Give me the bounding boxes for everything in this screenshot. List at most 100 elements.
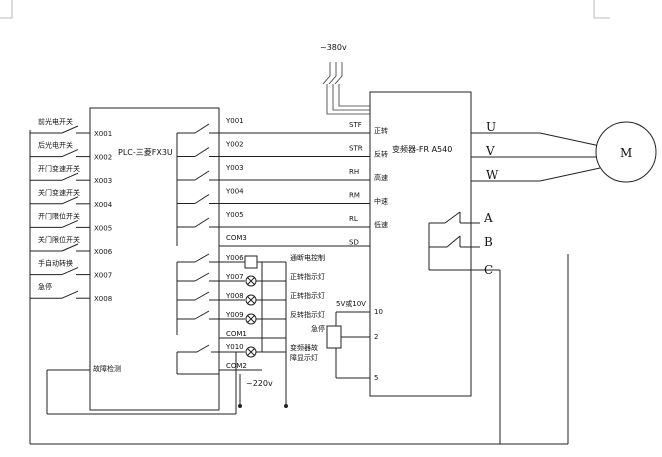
input-switch-label: 后光电开关: [38, 141, 73, 150]
page-corner-mark-right: [593, 0, 610, 19]
plc-output-contact: [177, 147, 370, 157]
inverter-input-function: 正转: [374, 126, 388, 135]
y010-contact-blade: [196, 344, 210, 353]
estop-potentiometer: [326, 325, 342, 349]
relay-contact-icon: [194, 147, 210, 157]
lamp-relay-contact-icon: [194, 272, 210, 282]
plc-input-terminal: X002: [94, 154, 112, 162]
input-switch-row: 关门变速开关 X004: [30, 188, 113, 209]
inverter-input-terminal: RH: [349, 168, 359, 176]
lamp-output-terminal: Y009: [225, 311, 244, 319]
inverter-input-terminal: STF: [349, 121, 362, 129]
supply-220-terminal-2: [284, 404, 288, 408]
plc-box: [89, 107, 220, 411]
lamp-relay-contact-icon: [194, 291, 210, 301]
fault-contacts: [428, 211, 501, 444]
inverter-output-w: W: [486, 168, 499, 182]
plc-com1-terminal: COM1: [226, 330, 247, 338]
plc-output-terminal: Y001: [225, 117, 244, 125]
switch-contact-icon: [61, 219, 79, 228]
lamp-relay-contact-icon: [194, 253, 210, 263]
mains-supply-wires: [322, 62, 370, 115]
fault-contact-a: A: [483, 211, 493, 225]
inverter-input-terminal: STR: [349, 145, 363, 153]
inverter-output-u: U: [486, 120, 496, 134]
input-switch-row: 急停 X008: [30, 282, 112, 303]
indicator-lamp-icon: [245, 294, 257, 306]
plc-com3-terminal: COM3: [226, 234, 247, 242]
lamp-output-terminal: Y007: [225, 273, 244, 281]
relay-contact-icon: [194, 217, 210, 228]
plc-input-terminal: X006: [94, 248, 113, 256]
analog-note: 5V或10V: [336, 299, 366, 308]
inverter-input-terminal: RL: [349, 215, 358, 223]
lamp-output-label: 正转指示灯: [290, 291, 325, 300]
input-switch-label: 关门变速开关: [38, 188, 80, 197]
relay-contact-icon: [194, 170, 210, 181]
lamp-output-label: 正转指示灯: [290, 272, 325, 281]
plc-output-contact: [177, 170, 370, 181]
y010-lamp-label-line2: 障显示灯: [290, 353, 318, 362]
plc-input-terminal: X007: [94, 272, 112, 280]
inverter-title: 变频器-FR A540: [392, 144, 452, 154]
plc-output-terminal: Y004: [225, 188, 244, 196]
indicator-lamp-icon: [245, 313, 257, 325]
inverter-input-terminal: SD: [349, 239, 359, 247]
inverter-input-function: 反转: [374, 150, 388, 159]
inverter-input-terminal: RM: [349, 192, 360, 200]
control-supply-label: ~220v: [246, 379, 273, 388]
input-switch-label: 前光电开关: [38, 117, 73, 126]
y010-lamp-label-line1: 变频器故: [290, 343, 318, 352]
plc-output-terminal: Y005: [225, 211, 244, 219]
indicator-lamp-icon: [245, 275, 257, 287]
input-switch-label: 手自动转换: [38, 259, 73, 268]
input-switch-label: 开门变速开关: [38, 164, 80, 173]
estop-label: 急停: [311, 324, 325, 333]
lamp-relay-contact-icon: [194, 310, 210, 320]
input-ladder: [29, 130, 569, 445]
mains-supply-label: ~380v: [320, 43, 347, 52]
lamp-output-label: 通断电控制: [290, 253, 325, 262]
inverter-terminal-2: 2: [374, 333, 378, 341]
inverter-terminal-10: 10: [374, 308, 383, 316]
relay-contact-icon: [194, 123, 210, 134]
relay-contact-icon: [194, 194, 210, 204]
motor-symbol: [595, 121, 657, 183]
switch-contact-icon: [61, 149, 79, 158]
plc-output-terminal: Y003: [225, 164, 244, 172]
motor-label: M: [620, 146, 632, 160]
plc-input-terminal: X008: [94, 295, 112, 303]
switch-contact-icon: [61, 243, 79, 252]
plc-com2-terminal: COM2: [226, 362, 247, 370]
inverter-input-function: 高速: [374, 173, 388, 182]
plc-title: PLC-三菱FX3U: [118, 147, 173, 157]
inverter-output-v: V: [485, 144, 495, 158]
switch-contact-icon: [61, 267, 79, 276]
lamp-output-row: Y009 反转指示灯: [177, 310, 325, 325]
inverter-box: [369, 91, 472, 397]
supply-220-terminal-1: [238, 404, 242, 408]
page-corner-mark-left: [0, 0, 13, 19]
input-switch-label: 关门限位开关: [38, 235, 80, 244]
lamp-output-label: 反转指示灯: [290, 310, 325, 319]
input-switch-label: 急停: [38, 282, 52, 291]
plc-y010-terminal: Y010: [225, 343, 244, 351]
plc-input-terminal: X005: [94, 224, 112, 232]
motor-output-wires: [471, 132, 601, 182]
plc-input-terminal: X004: [94, 201, 113, 209]
lamp-output-row: Y007 正转指示灯: [177, 272, 325, 287]
switch-contact-icon: [61, 196, 79, 205]
plc-output-contact: [177, 217, 370, 228]
inverter-terminal-5: 5: [374, 374, 378, 382]
fault-contact-b: B: [484, 235, 493, 249]
fault-contact-c: C: [484, 263, 493, 277]
relay-coil-icon: [244, 255, 258, 269]
plc-output-terminal: Y002: [225, 141, 244, 149]
inverter-input-function: 低速: [374, 220, 388, 229]
